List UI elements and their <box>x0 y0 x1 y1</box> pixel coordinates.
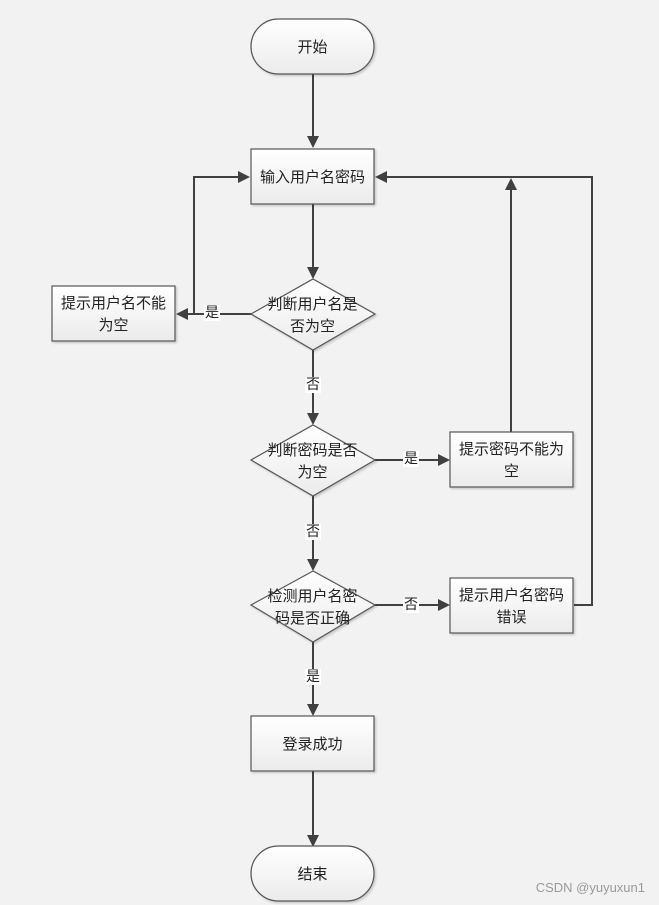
edge-label-verify-yes: 是 <box>305 669 321 685</box>
end-label: 结束 <box>297 864 328 883</box>
warn-password-label: 提示密码不能为 空 <box>458 439 564 480</box>
edge-label-username-yes: 是 <box>204 305 220 321</box>
warn-password-process-box <box>449 431 574 488</box>
input-label: 输入用户名密码 <box>259 167 365 186</box>
verify-decision <box>249 570 377 643</box>
edge-warn-wrong-to-input <box>375 171 593 606</box>
check-username-decision <box>249 278 377 351</box>
success-process-box <box>250 715 375 772</box>
check-password-decision <box>249 424 377 497</box>
edge-label-password-no: 否 <box>305 524 321 540</box>
start-label: 开始 <box>297 37 328 56</box>
warn-username-process-box <box>51 285 176 342</box>
warn-wrong-process-box <box>449 577 574 634</box>
edge-label-username-no: 否 <box>305 377 321 393</box>
success-label: 登录成功 <box>282 734 343 753</box>
warn-username-label: 提示用户名不能 为空 <box>60 293 166 334</box>
edge-label-password-yes: 是 <box>403 451 419 467</box>
check-password-label: 判断密码是否 为空 <box>267 440 358 481</box>
warn-wrong-label: 提示用户名密码 错误 <box>458 585 564 626</box>
input-process-box <box>250 148 375 205</box>
check-username-label: 判断用户名是 否为空 <box>267 294 358 335</box>
start-terminator <box>250 18 375 75</box>
edge-label-verify-no: 否 <box>403 597 419 613</box>
end-terminator <box>250 845 375 902</box>
watermark: CSDN @yuyuxun1 <box>535 880 645 895</box>
verify-label: 检测用户名密 码是否正确 <box>267 586 358 627</box>
edge-warn-username-to-input <box>193 171 250 314</box>
